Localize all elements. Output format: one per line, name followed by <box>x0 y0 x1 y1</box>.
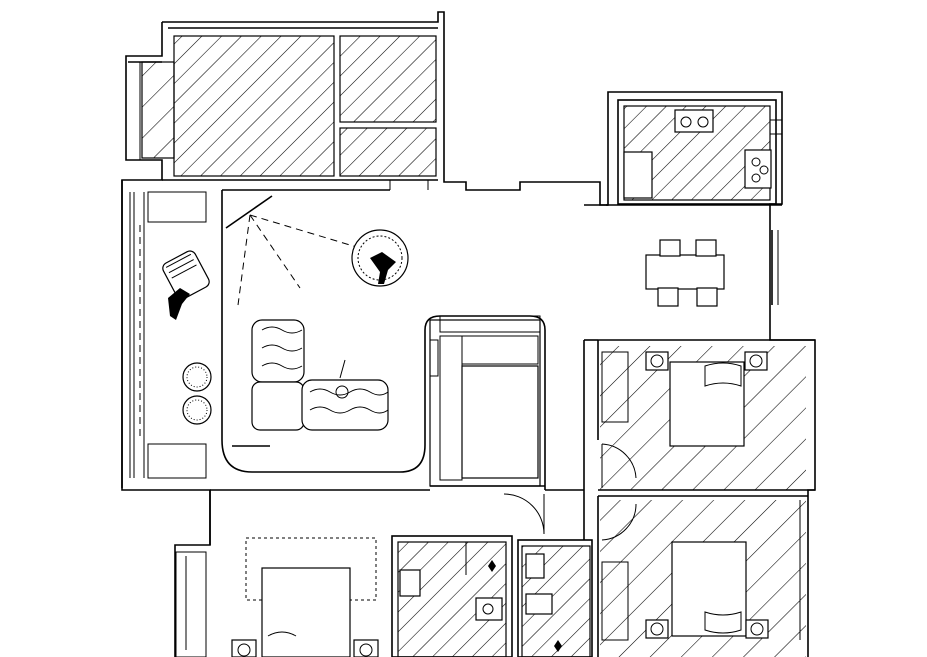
stove <box>744 149 772 189</box>
bathroom-2 <box>503 493 593 657</box>
lounge-chair <box>162 250 210 300</box>
bed <box>261 567 351 657</box>
dining-chair <box>696 287 718 307</box>
dining-chair <box>659 239 681 257</box>
nightstand-lamp <box>745 619 769 639</box>
east-bedroom-1 <box>597 339 815 491</box>
bathroom-1 <box>391 535 513 657</box>
nightstand-lamp <box>645 351 669 371</box>
nightstand-lamp <box>645 619 669 639</box>
living-room <box>221 189 546 490</box>
interior-partitions <box>209 204 608 545</box>
stool <box>182 362 212 392</box>
stool <box>182 395 212 425</box>
kitchen <box>606 99 782 206</box>
sectional-sofa <box>251 319 389 431</box>
dining-area <box>645 230 779 307</box>
nightstand-lamp <box>231 639 257 657</box>
nightstand-lamp <box>744 351 768 371</box>
dining-chair <box>695 239 717 257</box>
round-lounge-chair <box>351 229 409 287</box>
north-bedroom <box>141 35 438 190</box>
balcony <box>121 180 212 488</box>
dining-chair <box>657 287 679 307</box>
wardrobe-cabinet <box>429 315 545 487</box>
dining-table <box>645 254 725 290</box>
east-bedroom-2 <box>597 495 808 657</box>
bed <box>669 361 745 447</box>
nightstand-lamp <box>353 639 379 657</box>
bed <box>671 541 747 637</box>
south-bedroom <box>175 489 430 657</box>
